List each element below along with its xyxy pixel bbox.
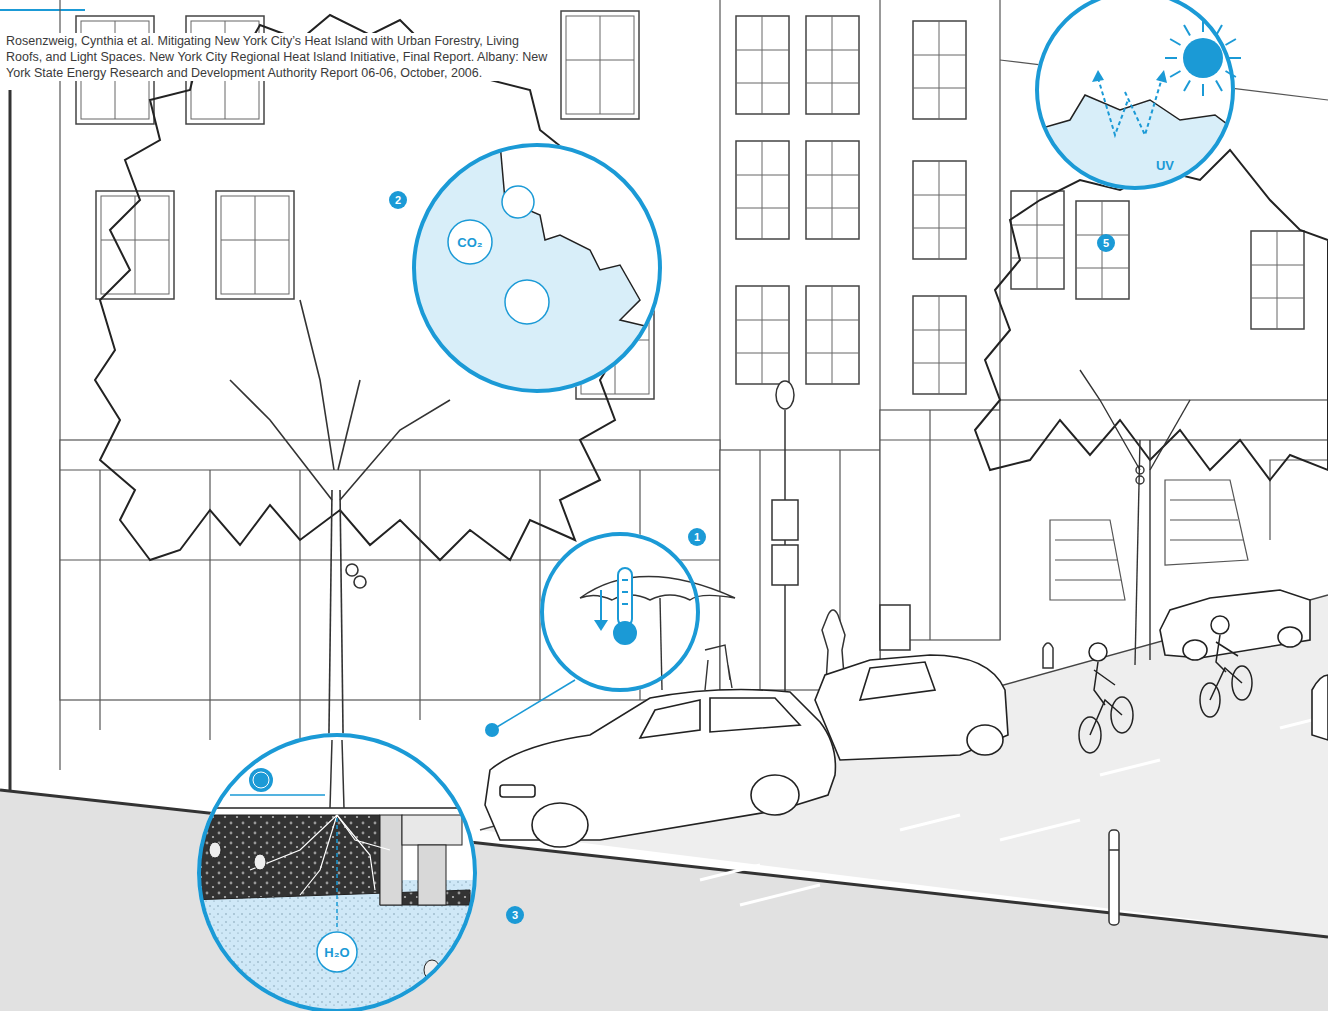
callout-number: 3 [506, 906, 524, 924]
magnifier-outline [412, 143, 662, 393]
chemical-label: H₂O [324, 945, 349, 960]
callout-number: 2 [389, 191, 407, 209]
magnifier-outline [197, 733, 477, 1011]
magnifier-circle: 1 [540, 532, 700, 692]
citation-note: Rosenzweig, Cynthia et al. Mitigating Ne… [6, 33, 551, 81]
magnifier-outline [540, 532, 700, 692]
magnifier-circle: UV5 [1035, 0, 1235, 190]
magnifier-circle: H₂O3 [197, 733, 477, 1011]
magnifier-outline [1035, 0, 1235, 190]
callout-number: 1 [688, 528, 706, 546]
callout-number: 5 [1097, 234, 1115, 252]
uv-label: UV [1156, 158, 1174, 173]
magnifier-circle: 2CO₂ [412, 143, 662, 393]
chemical-label: CO₂ [457, 235, 482, 250]
